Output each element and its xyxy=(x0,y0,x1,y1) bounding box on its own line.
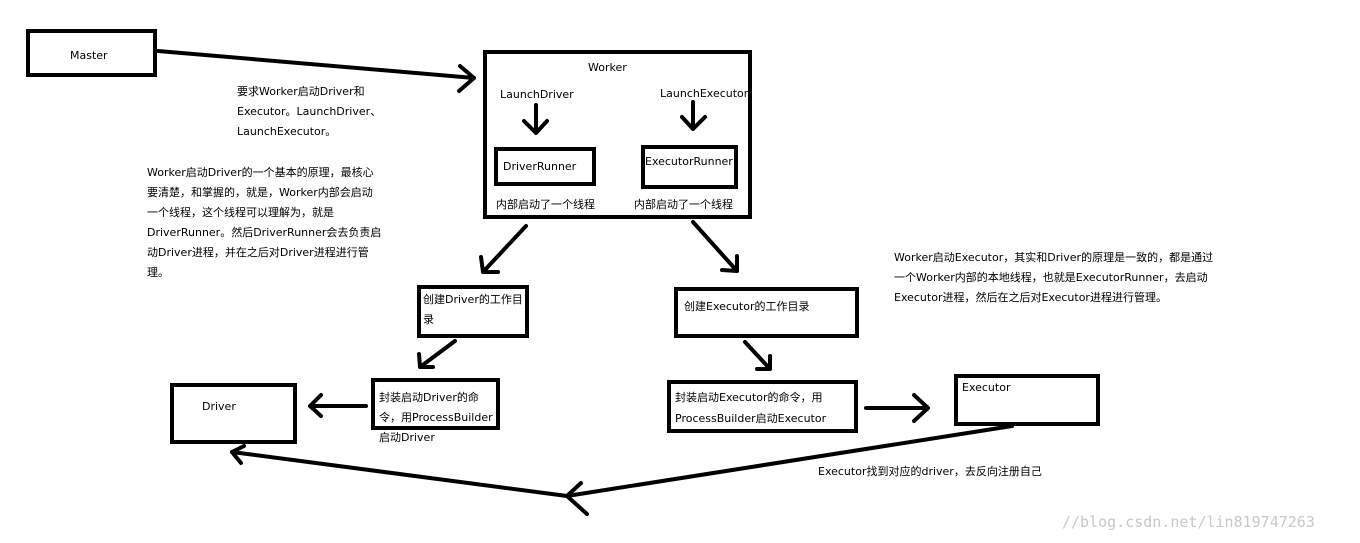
create-executor-dir-box xyxy=(674,287,859,338)
arrow-master-to-worker xyxy=(156,49,476,93)
executor-principle-note: Worker启动Executor，其实和Driver的原理是一致的，都是通过 一… xyxy=(894,248,1314,308)
package-driver-line1: 封装启动Driver的命 xyxy=(379,391,479,404)
executor-principle-line: 一个Worker内部的本地线程，也就是ExecutorRunner，去启动 xyxy=(894,271,1208,284)
arrow-create-driver-dir-to-package xyxy=(417,339,457,369)
inner-thread-left-label: 内部启动了一个线程 xyxy=(496,198,595,211)
driver-principle-line: 动Driver进程，并在之后对Driver进程进行管 xyxy=(147,246,369,259)
create-executor-dir-label: 创建Executor的工作目录 xyxy=(684,300,810,313)
package-executor-line1: 封装启动Executor的命令，用 xyxy=(675,391,823,404)
executor-runner-label: ExecutorRunner xyxy=(645,155,733,168)
worker-label: Worker xyxy=(588,61,627,74)
arrow-package-to-driver xyxy=(308,393,368,418)
package-executor-line2: ProcessBuilder启动Executor xyxy=(675,412,827,425)
master-box xyxy=(26,29,157,77)
create-driver-dir-line1: 创建Driver的工作目 xyxy=(423,293,523,306)
executor-register-note: Executor找到对应的driver，去反向注册自己 xyxy=(818,465,1042,478)
master-label: Master xyxy=(70,49,108,62)
arrow-executor-to-driver xyxy=(230,424,1014,516)
arrow-launchdriver-down xyxy=(522,103,549,135)
create-driver-dir-box xyxy=(417,285,529,338)
driver-principle-line: 理。 xyxy=(147,266,169,279)
executor-box xyxy=(954,374,1100,426)
driver-principle-line: Worker启动Driver的一个基本的原理，最核心 xyxy=(147,166,374,179)
driver-principle-note: Worker启动Driver的一个基本的原理，最核心 要清楚，和掌握的，就是，W… xyxy=(147,163,447,283)
executor-runner-box xyxy=(641,145,738,189)
worker-box xyxy=(483,50,752,219)
package-driver-line3: 启动Driver xyxy=(379,431,435,444)
driver-principle-line: 一个线程，这个线程可以理解为，就是 xyxy=(147,206,334,219)
executor-label: Executor xyxy=(962,381,1011,394)
arrow-worker-to-create-driver-dir xyxy=(479,224,528,274)
driver-runner-box xyxy=(494,147,596,186)
launch-executor-label: LaunchExecutor xyxy=(660,87,749,100)
driver-box xyxy=(170,383,297,444)
arrow-worker-to-create-executor-dir xyxy=(691,220,739,273)
watermark: //blog.csdn.net/lin819747263 xyxy=(1062,513,1315,531)
driver-runner-label: DriverRunner xyxy=(503,160,577,173)
arrow-package-to-executor xyxy=(864,393,930,423)
package-driver-box xyxy=(371,378,500,430)
arrow-launchexecutor-down xyxy=(680,100,707,131)
package-driver-line2: 令，用ProcessBuilder xyxy=(379,411,493,424)
arrow-create-executor-dir-to-package xyxy=(743,340,772,371)
create-driver-dir-line2: 录 xyxy=(423,313,434,326)
request-note-line: Executor。LaunchDriver、 xyxy=(237,105,382,118)
driver-label: Driver xyxy=(202,400,236,413)
driver-principle-line: 要清楚，和掌握的，就是，Worker内部会启动 xyxy=(147,186,373,199)
request-note: 要求Worker启动Driver和 Executor。LaunchDriver、… xyxy=(237,82,437,142)
executor-principle-line: Executor进程，然后在之后对Executor进程进行管理。 xyxy=(894,291,1167,304)
launch-driver-label: LaunchDriver xyxy=(500,88,574,101)
inner-thread-right-label: 内部启动了一个线程 xyxy=(634,198,733,211)
request-note-line: LaunchExecutor。 xyxy=(237,125,337,138)
package-executor-box xyxy=(667,380,858,433)
request-note-line: 要求Worker启动Driver和 xyxy=(237,85,365,98)
driver-principle-line: DriverRunner。然后DriverRunner会去负责启 xyxy=(147,226,382,239)
executor-principle-line: Worker启动Executor，其实和Driver的原理是一致的，都是通过 xyxy=(894,251,1214,264)
